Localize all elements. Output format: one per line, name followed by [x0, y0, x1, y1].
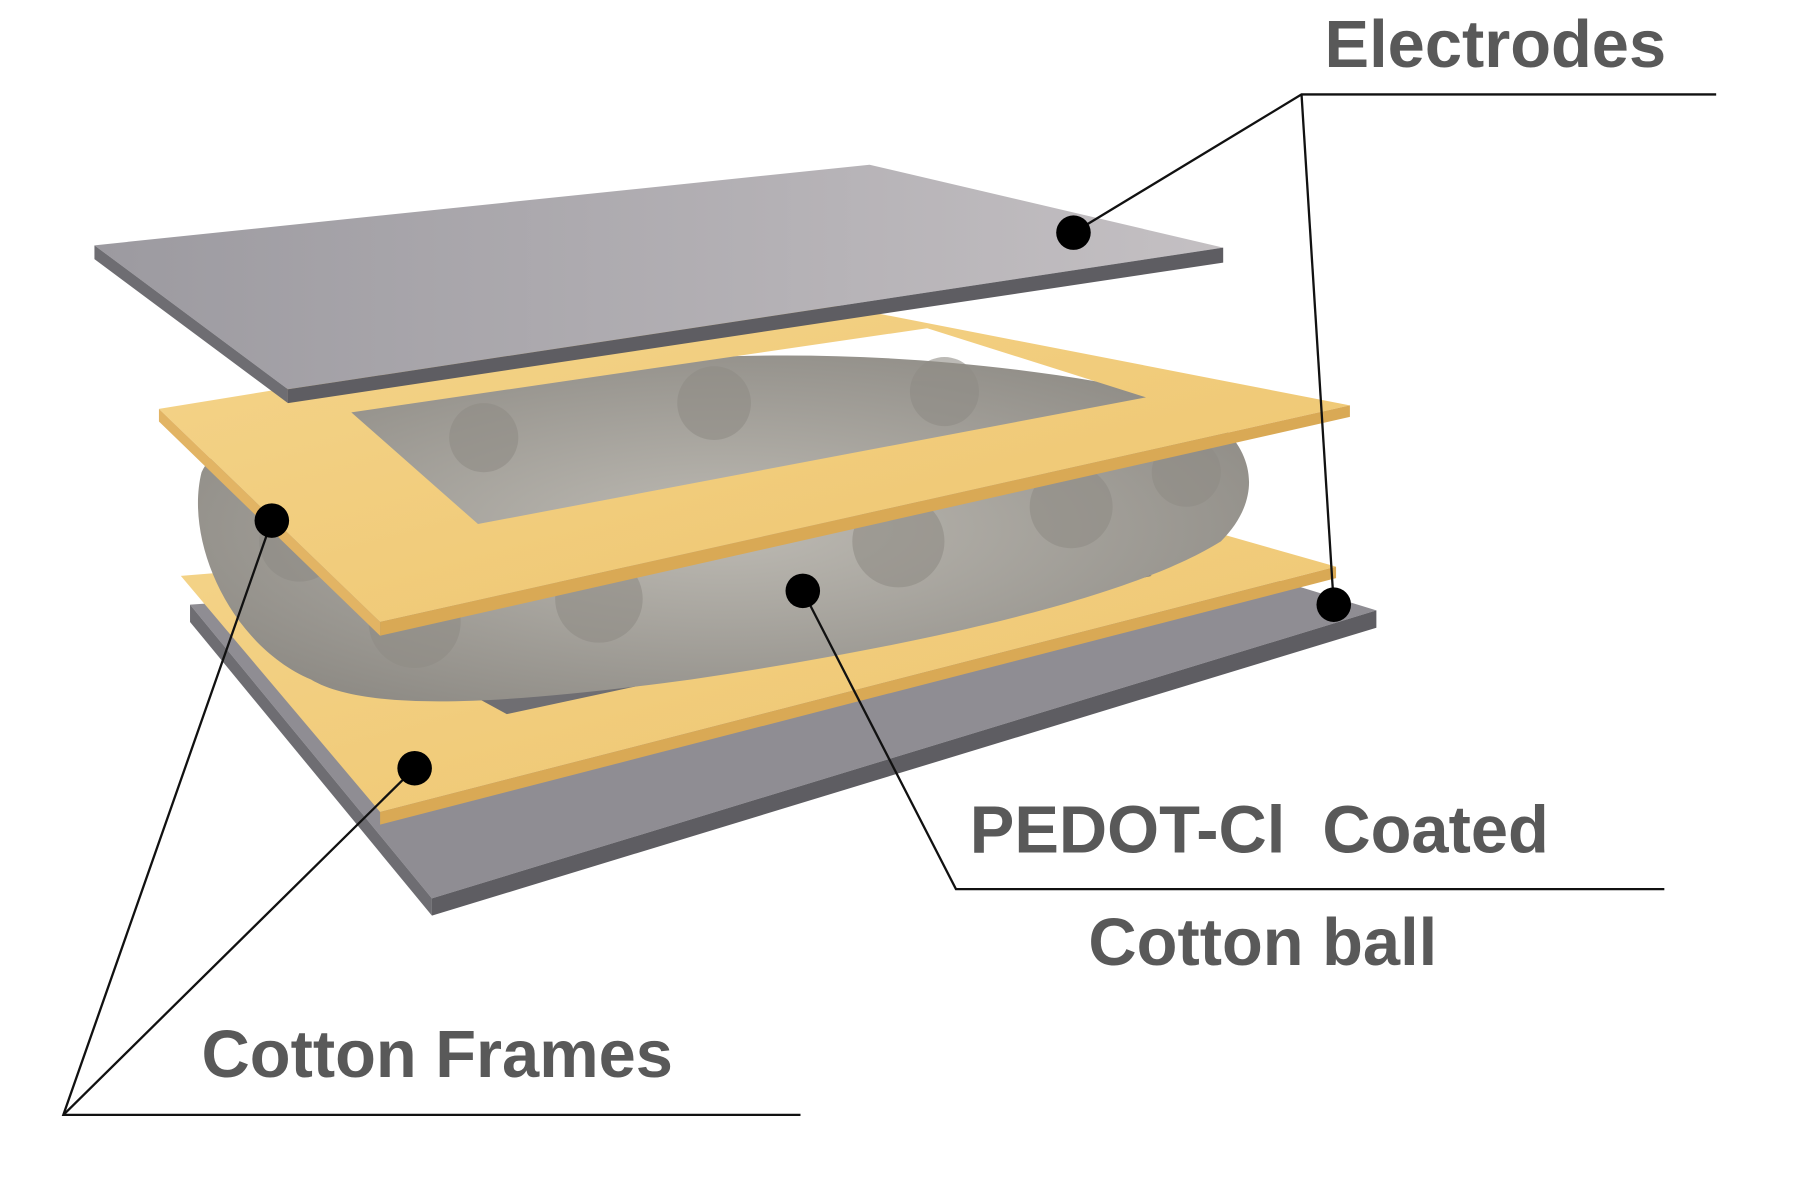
- lower-frame-marker: [397, 750, 432, 786]
- cotton-ball-marker: [785, 573, 821, 609]
- electrode-bottom-marker: [1316, 587, 1352, 622]
- leader-lines: [61, 93, 1717, 1117]
- top-electrode: [94, 164, 1224, 404]
- marker-dots: [254, 215, 1352, 786]
- pedot-label-line2: Cotton ball: [1088, 906, 1437, 980]
- pedot-label-line1: PEDOT-Cl Coated: [970, 793, 1549, 867]
- upper-frame-marker: [254, 503, 290, 538]
- cotton-frames-label: Cotton Frames: [202, 1018, 673, 1092]
- electrode-top-marker: [1056, 215, 1091, 250]
- electrodes-label: Electrodes: [1325, 8, 1667, 82]
